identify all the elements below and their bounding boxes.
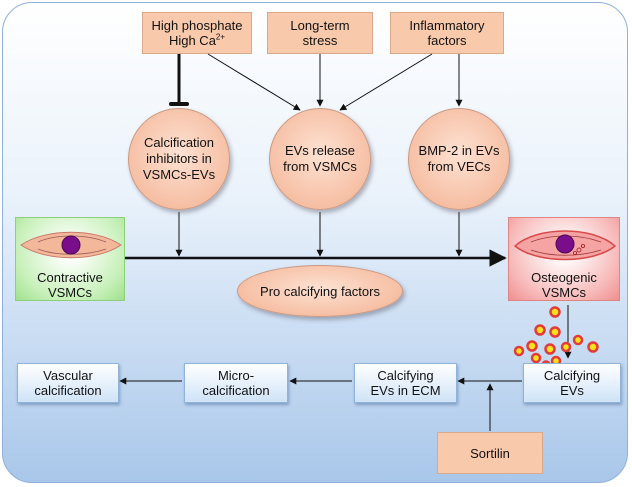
contractive-cell-icon <box>20 231 122 259</box>
contractive-nucleus <box>61 235 81 255</box>
calcifying-evs-in-ecm-box: Calcifying EVs in ECM <box>354 363 457 403</box>
high-calcium-label: High Ca2+ <box>168 32 226 48</box>
vascular-calcification-box: Vascular calcification <box>17 363 119 403</box>
osteogenic-vsmcs-label: Osteogenic VSMCs <box>531 270 597 300</box>
bmp2-evs-circle: BMP-2 in EVs from VECs <box>408 108 510 210</box>
calcifying-evs-box: Calcifying EVs <box>523 363 621 403</box>
osteogenic-vsmcs-box: Osteogenic VSMCs <box>508 217 620 301</box>
high-phosphate-calcium-box: High phosphate High Ca2+ <box>142 12 252 54</box>
sortilin-box: Sortilin <box>437 432 543 474</box>
osteogenic-nucleus <box>555 234 575 254</box>
calcium-charge-sup: 2+ <box>215 32 226 42</box>
evs-release-circle: EVs release from VSMCs <box>269 108 371 210</box>
arrow-inflammatory-to-release <box>339 53 433 111</box>
micro-calcification-box: Micro- calcification <box>184 363 288 403</box>
arrow-phosphate-to-release <box>207 53 301 111</box>
inflammatory-factors-box: Inflammatory factors <box>390 12 504 54</box>
long-term-stress-box: Long-term stress <box>267 12 373 54</box>
high-phosphate-label: High phosphate <box>151 18 243 33</box>
contractive-vsmcs-box: Contractive VSMCs <box>15 217 125 301</box>
pro-calcifying-factors-oval: Pro calcifying factors <box>237 265 403 317</box>
osteogenic-cell-icon <box>513 230 617 261</box>
calcification-inhibitors-circle: Calcification inhibitors in VSMCs-EVs <box>128 108 230 210</box>
contractive-vsmcs-label: Contractive VSMCs <box>37 270 103 300</box>
